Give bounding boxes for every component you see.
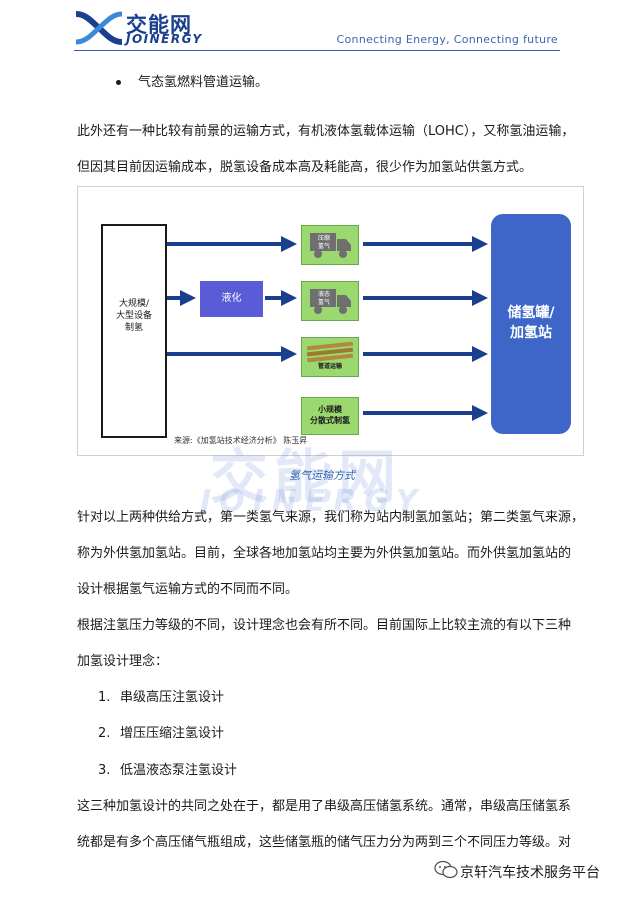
pipeline-label: 管道运输 — [317, 363, 342, 370]
paragraph-line: 此外还有一种比较有前景的运输方式，有机液体氢载体运输（LOHC），又称氢油运输， — [77, 124, 575, 139]
large-scale-production-box — [101, 224, 167, 438]
figure-caption: 氢气运输方式 — [289, 469, 355, 482]
paragraph-line: 根据注氢压力等级的不同，设计理念也会有所不同。目前国际上比较主流的有以下三种 — [77, 618, 572, 633]
list-item-text: 增压压缩注氢设计 — [120, 726, 225, 741]
bullet-text: 气态氢燃料管道运输。 — [138, 75, 269, 90]
list-item-number: 2. — [98, 726, 111, 741]
truck-label: 压缩 氢气 — [317, 235, 330, 250]
watermark-cn: 交能网 — [210, 443, 403, 511]
pipeline-transport-box — [301, 337, 359, 377]
list-item-text: 低温液态泵注氢设计 — [120, 763, 238, 778]
header-divider — [74, 50, 560, 51]
compressed-hydrogen-truck: 压缩 氢气 — [301, 225, 359, 265]
paragraph-line: 针对以上两种供给方式，第一类氢气来源，我们称为站内制氢加氢站；第二类氢气来源， — [77, 510, 585, 525]
watermark-en: JOINERGY — [200, 484, 426, 519]
paragraph-line: 统都是有多个高压储气瓶组成，这些储氢瓶的储气压力分为两到三个不同压力等级。对 — [77, 835, 572, 850]
paragraph-line: 这三种加氢设计的共同之处在于，都是用了串级高压储氢系统。通常，串级高压储氢系 — [77, 799, 572, 814]
diagram-arrows — [167, 236, 488, 421]
small-scale-production-label: 小规模 分散式制氢 — [310, 405, 350, 425]
truck-icon — [310, 233, 351, 258]
small-scale-production-box — [301, 397, 359, 435]
figure-source-note: 来源:《加氢站技术经济分析》 陈玉昇 — [174, 436, 308, 445]
wechat-icon — [434, 860, 458, 879]
logo-text-en: JOINERGY — [126, 32, 203, 46]
header-tagline: Connecting Energy, Connecting future — [336, 33, 558, 46]
storage-station-box — [491, 214, 571, 434]
list-item-number: 3. — [98, 763, 111, 778]
paragraph-line: 但因其目前因运输成本，脱氢设备成本高及耗能高，很少作为加氢站供氢方式。 — [77, 160, 533, 175]
storage-station-label: 储氢罐/ 加氢站 — [507, 305, 555, 341]
truck-icon — [310, 289, 351, 314]
truck-label: 液态 氢气 — [317, 291, 330, 306]
list-item-number: 1. — [98, 690, 111, 705]
large-scale-production-label: 大规模/ 大型设备 制氢 — [115, 299, 152, 333]
liquid-hydrogen-truck: 液态 氢气 — [301, 281, 359, 321]
paragraph-line: 称为外供氢加氢站。目前，全球各地加氢站均主要为外供氢加氢站。而外供氢加氢站的 — [77, 546, 572, 561]
bullet-dot — [116, 80, 121, 85]
paragraph-line: 设计根据氢气运输方式的不同而不同。 — [77, 582, 299, 597]
joinergy-logo-mark — [75, 11, 123, 45]
liquefaction-box: 液化 — [200, 281, 263, 317]
pipe-icon — [307, 342, 353, 362]
paragraph-line: 加氢设计理念： — [77, 654, 169, 669]
logo-text-cn: 交能网 — [126, 13, 192, 37]
footer-source: 京轩汽车技术服务平台 — [460, 865, 600, 881]
list-item-text: 串级高压注氢设计 — [120, 690, 225, 705]
